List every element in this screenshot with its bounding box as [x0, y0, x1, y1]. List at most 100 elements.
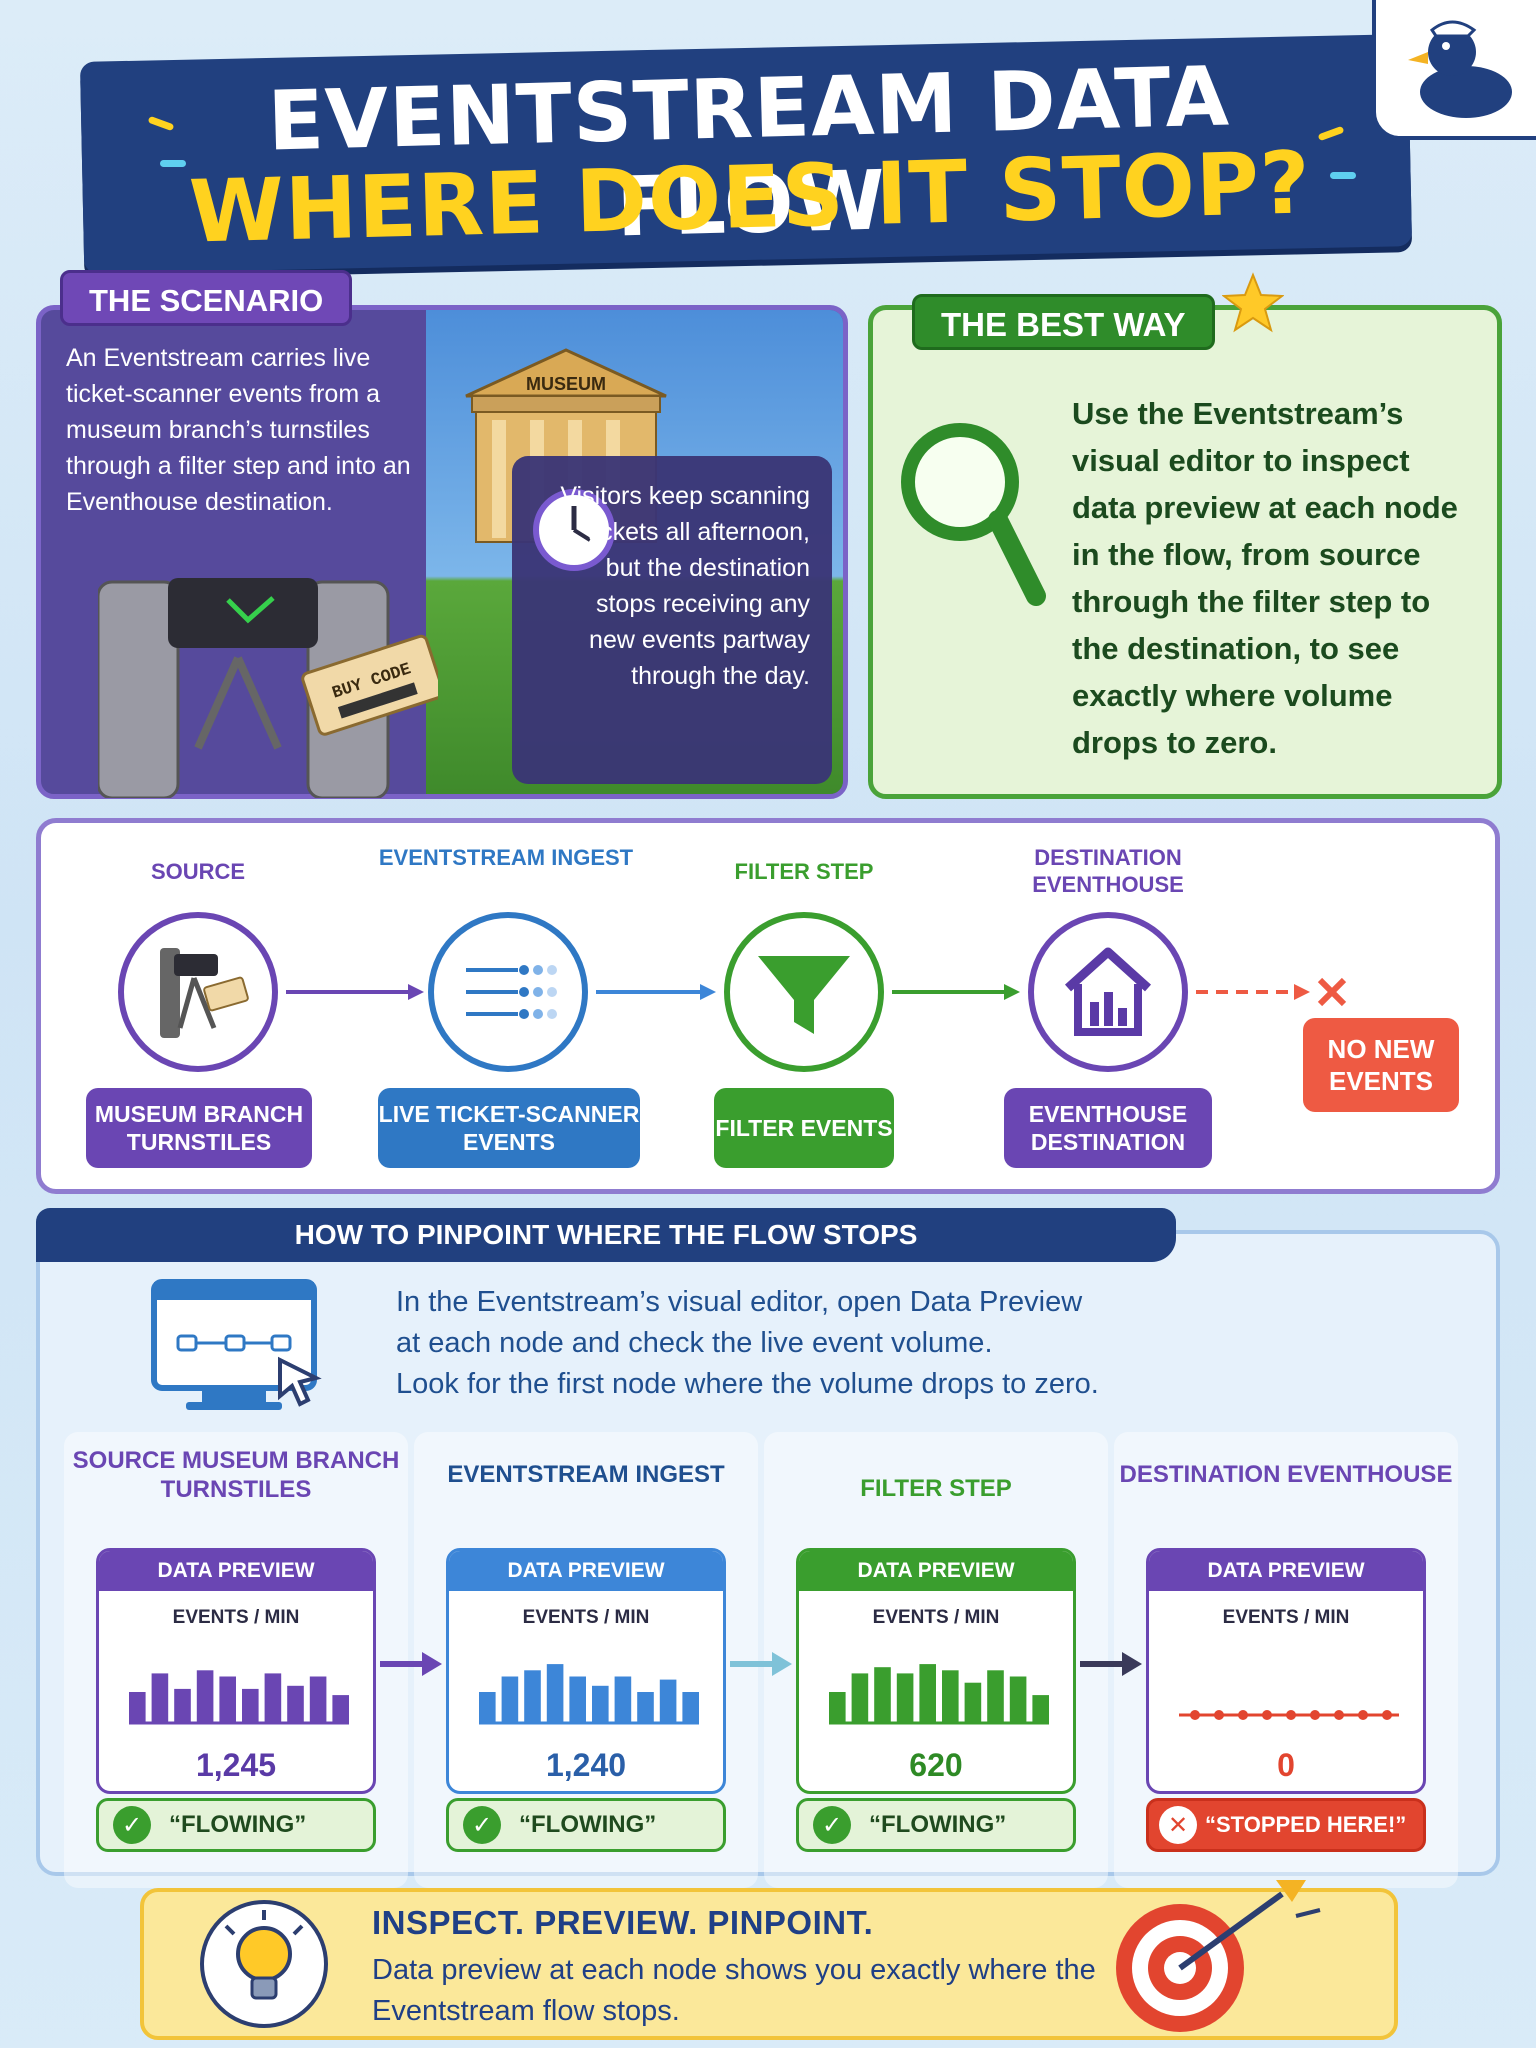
- bar: [942, 1670, 959, 1723]
- funnel-icon: [758, 956, 850, 1034]
- bar: [129, 1692, 146, 1723]
- best-way-panel: [868, 305, 1502, 799]
- ingest-node[interactable]: [428, 912, 588, 1072]
- clock-icon: [533, 489, 615, 571]
- events-per-min-value: 0: [1277, 1747, 1295, 1783]
- events-bar-chart: [479, 1664, 699, 1725]
- bar: [501, 1676, 519, 1723]
- bar: [919, 1664, 936, 1723]
- check-icon: ✓: [813, 1806, 851, 1844]
- turnstile-icon: [160, 948, 249, 1038]
- card-header: DATA PREVIEW: [449, 1551, 723, 1591]
- status-badge-ingest: ✓ “FLOWING”: [446, 1798, 726, 1852]
- filter-pill: FILTER EVENTS: [714, 1088, 894, 1168]
- bar: [151, 1673, 169, 1723]
- monitor-icon: [151, 1279, 322, 1410]
- cursor-icon: [278, 1356, 322, 1407]
- star-icon: [1222, 272, 1284, 333]
- card-metric-label: EVENTS / MIN: [172, 1607, 300, 1628]
- card-metric-label: EVENTS / MIN: [872, 1607, 1000, 1628]
- bar: [1009, 1676, 1027, 1723]
- duck-icon: [1408, 20, 1512, 118]
- bar: [987, 1670, 1004, 1723]
- events-bar-chart: [829, 1664, 1049, 1725]
- status-badge-destination: ✕ “STOPPED HERE!”: [1146, 1798, 1426, 1852]
- column-title-filter: FILTER STEP: [860, 1475, 1012, 1502]
- check-icon: ✓: [113, 1806, 151, 1844]
- column-title-ingest: EVENTSTREAM INGEST: [447, 1461, 725, 1488]
- node-title-ingest: EVENTSTREAM INGEST: [378, 845, 634, 870]
- data-preview-card-source[interactable]: DATA PREVIEW EVENTS / MIN 1,245: [96, 1548, 376, 1794]
- bar: [196, 1670, 214, 1723]
- bar: [287, 1685, 304, 1723]
- bar: [851, 1673, 869, 1723]
- lightbulb-icon: [200, 1900, 328, 2028]
- bar: [1032, 1695, 1049, 1723]
- best-way-text: Use the Eventstream’s visual editor to i…: [1072, 396, 1458, 760]
- status-badge-source: ✓ “FLOWING”: [96, 1798, 376, 1852]
- bar: [332, 1695, 349, 1723]
- house-chart-icon: [1064, 947, 1152, 1036]
- ingest-pill: LIVE TICKET-SCANNER EVENTS: [378, 1088, 640, 1168]
- x-circle-icon: ✕: [1159, 1806, 1197, 1844]
- source-node[interactable]: [118, 912, 278, 1072]
- node-title-destination: DESTINATION EVENTHOUSE: [1032, 845, 1184, 897]
- turnstile-illustration: BUY CODE: [98, 578, 438, 798]
- bar: [524, 1670, 541, 1723]
- sparkle-decoration: [160, 160, 186, 167]
- bar: [174, 1688, 191, 1723]
- bar: [682, 1692, 699, 1723]
- howto-instructions: In the Eventstream’s visual editor, open…: [396, 1286, 1099, 1400]
- target-icon: [1116, 1880, 1321, 2032]
- best-way-tag: THE BEST WAY: [912, 294, 1215, 350]
- bar: [264, 1673, 282, 1723]
- data-preview-card-destination[interactable]: DATA PREVIEW EVENTS / MIN 0: [1146, 1548, 1426, 1794]
- data-preview-card-ingest[interactable]: DATA PREVIEW EVENTS / MIN 1,240: [446, 1548, 726, 1794]
- bar: [964, 1682, 982, 1723]
- stream-icon: [466, 965, 557, 1019]
- node-title-filter: FILTER STEP: [734, 859, 874, 884]
- card-metric-label: EVENTS / MIN: [1222, 1607, 1350, 1628]
- column-title-destination: DESTINATION EVENTHOUSE: [1119, 1461, 1453, 1488]
- bar: [874, 1667, 891, 1723]
- museum-sign: MUSEUM: [526, 374, 606, 394]
- destination-node[interactable]: [1028, 912, 1188, 1072]
- duck-logo: [1372, 0, 1536, 140]
- card-header: DATA PREVIEW: [799, 1551, 1073, 1591]
- scenario-text: An Eventstream carries live ticket-scann…: [66, 344, 411, 516]
- filter-node[interactable]: [724, 912, 884, 1072]
- bar: [219, 1676, 236, 1723]
- bar: [637, 1692, 654, 1723]
- ticket-icon: BUY CODE: [301, 634, 438, 736]
- column-title-source: SOURCE MUSEUM BRANCH TURNSTILES: [72, 1447, 400, 1503]
- events-per-min-value: 620: [909, 1747, 963, 1783]
- events-per-min-value: 1,245: [195, 1747, 277, 1783]
- flatline-chart: [1179, 1710, 1399, 1720]
- footer-text: Data preview at each node shows you exac…: [372, 1954, 1096, 2027]
- events-bar-chart: [129, 1670, 349, 1725]
- bar: [592, 1685, 609, 1723]
- magnifier-icon: [901, 423, 1046, 606]
- events-per-min-value: 1,240: [545, 1747, 627, 1783]
- data-preview-card-filter[interactable]: DATA PREVIEW EVENTS / MIN 620: [796, 1548, 1076, 1794]
- bar: [479, 1692, 496, 1723]
- card-metric-label: EVENTS / MIN: [522, 1607, 650, 1628]
- bar: [829, 1692, 846, 1723]
- bar: [546, 1664, 564, 1723]
- scenario-callout-text: Visitors keep scanning tickets all after…: [560, 482, 810, 690]
- howto-heading: HOW TO PINPOINT WHERE THE FLOW STOPS: [36, 1208, 1176, 1262]
- sparkle-decoration: [1330, 172, 1356, 179]
- bar: [242, 1688, 259, 1723]
- source-pill: MUSEUM BRANCH TURNSTILES: [86, 1088, 312, 1168]
- card-header: DATA PREVIEW: [1149, 1551, 1423, 1591]
- status-badge-filter: ✓ “FLOWING”: [796, 1798, 1076, 1852]
- bar: [569, 1676, 586, 1723]
- bar: [896, 1673, 914, 1723]
- scenario-tag: THE SCENARIO: [60, 270, 353, 326]
- destination-pill: EVENTHOUSE DESTINATION: [1004, 1088, 1212, 1168]
- node-title-source: SOURCE: [150, 859, 246, 884]
- check-icon: ✓: [463, 1806, 501, 1844]
- flow-connectors: [286, 977, 1347, 1007]
- card-header: DATA PREVIEW: [99, 1551, 373, 1591]
- no-new-events-badge: NO NEW EVENTS: [1303, 1018, 1459, 1112]
